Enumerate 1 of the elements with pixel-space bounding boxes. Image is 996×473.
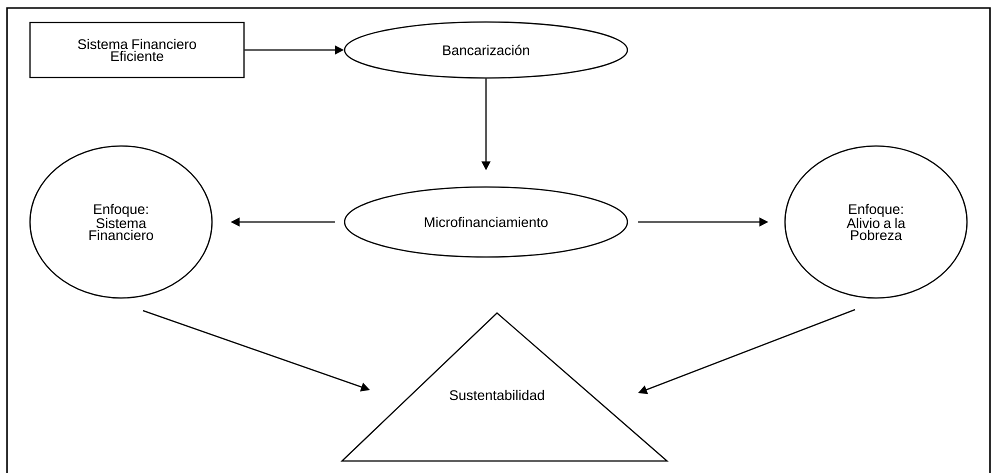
process-box: Sistema Financiero Eficiente <box>29 22 245 78</box>
